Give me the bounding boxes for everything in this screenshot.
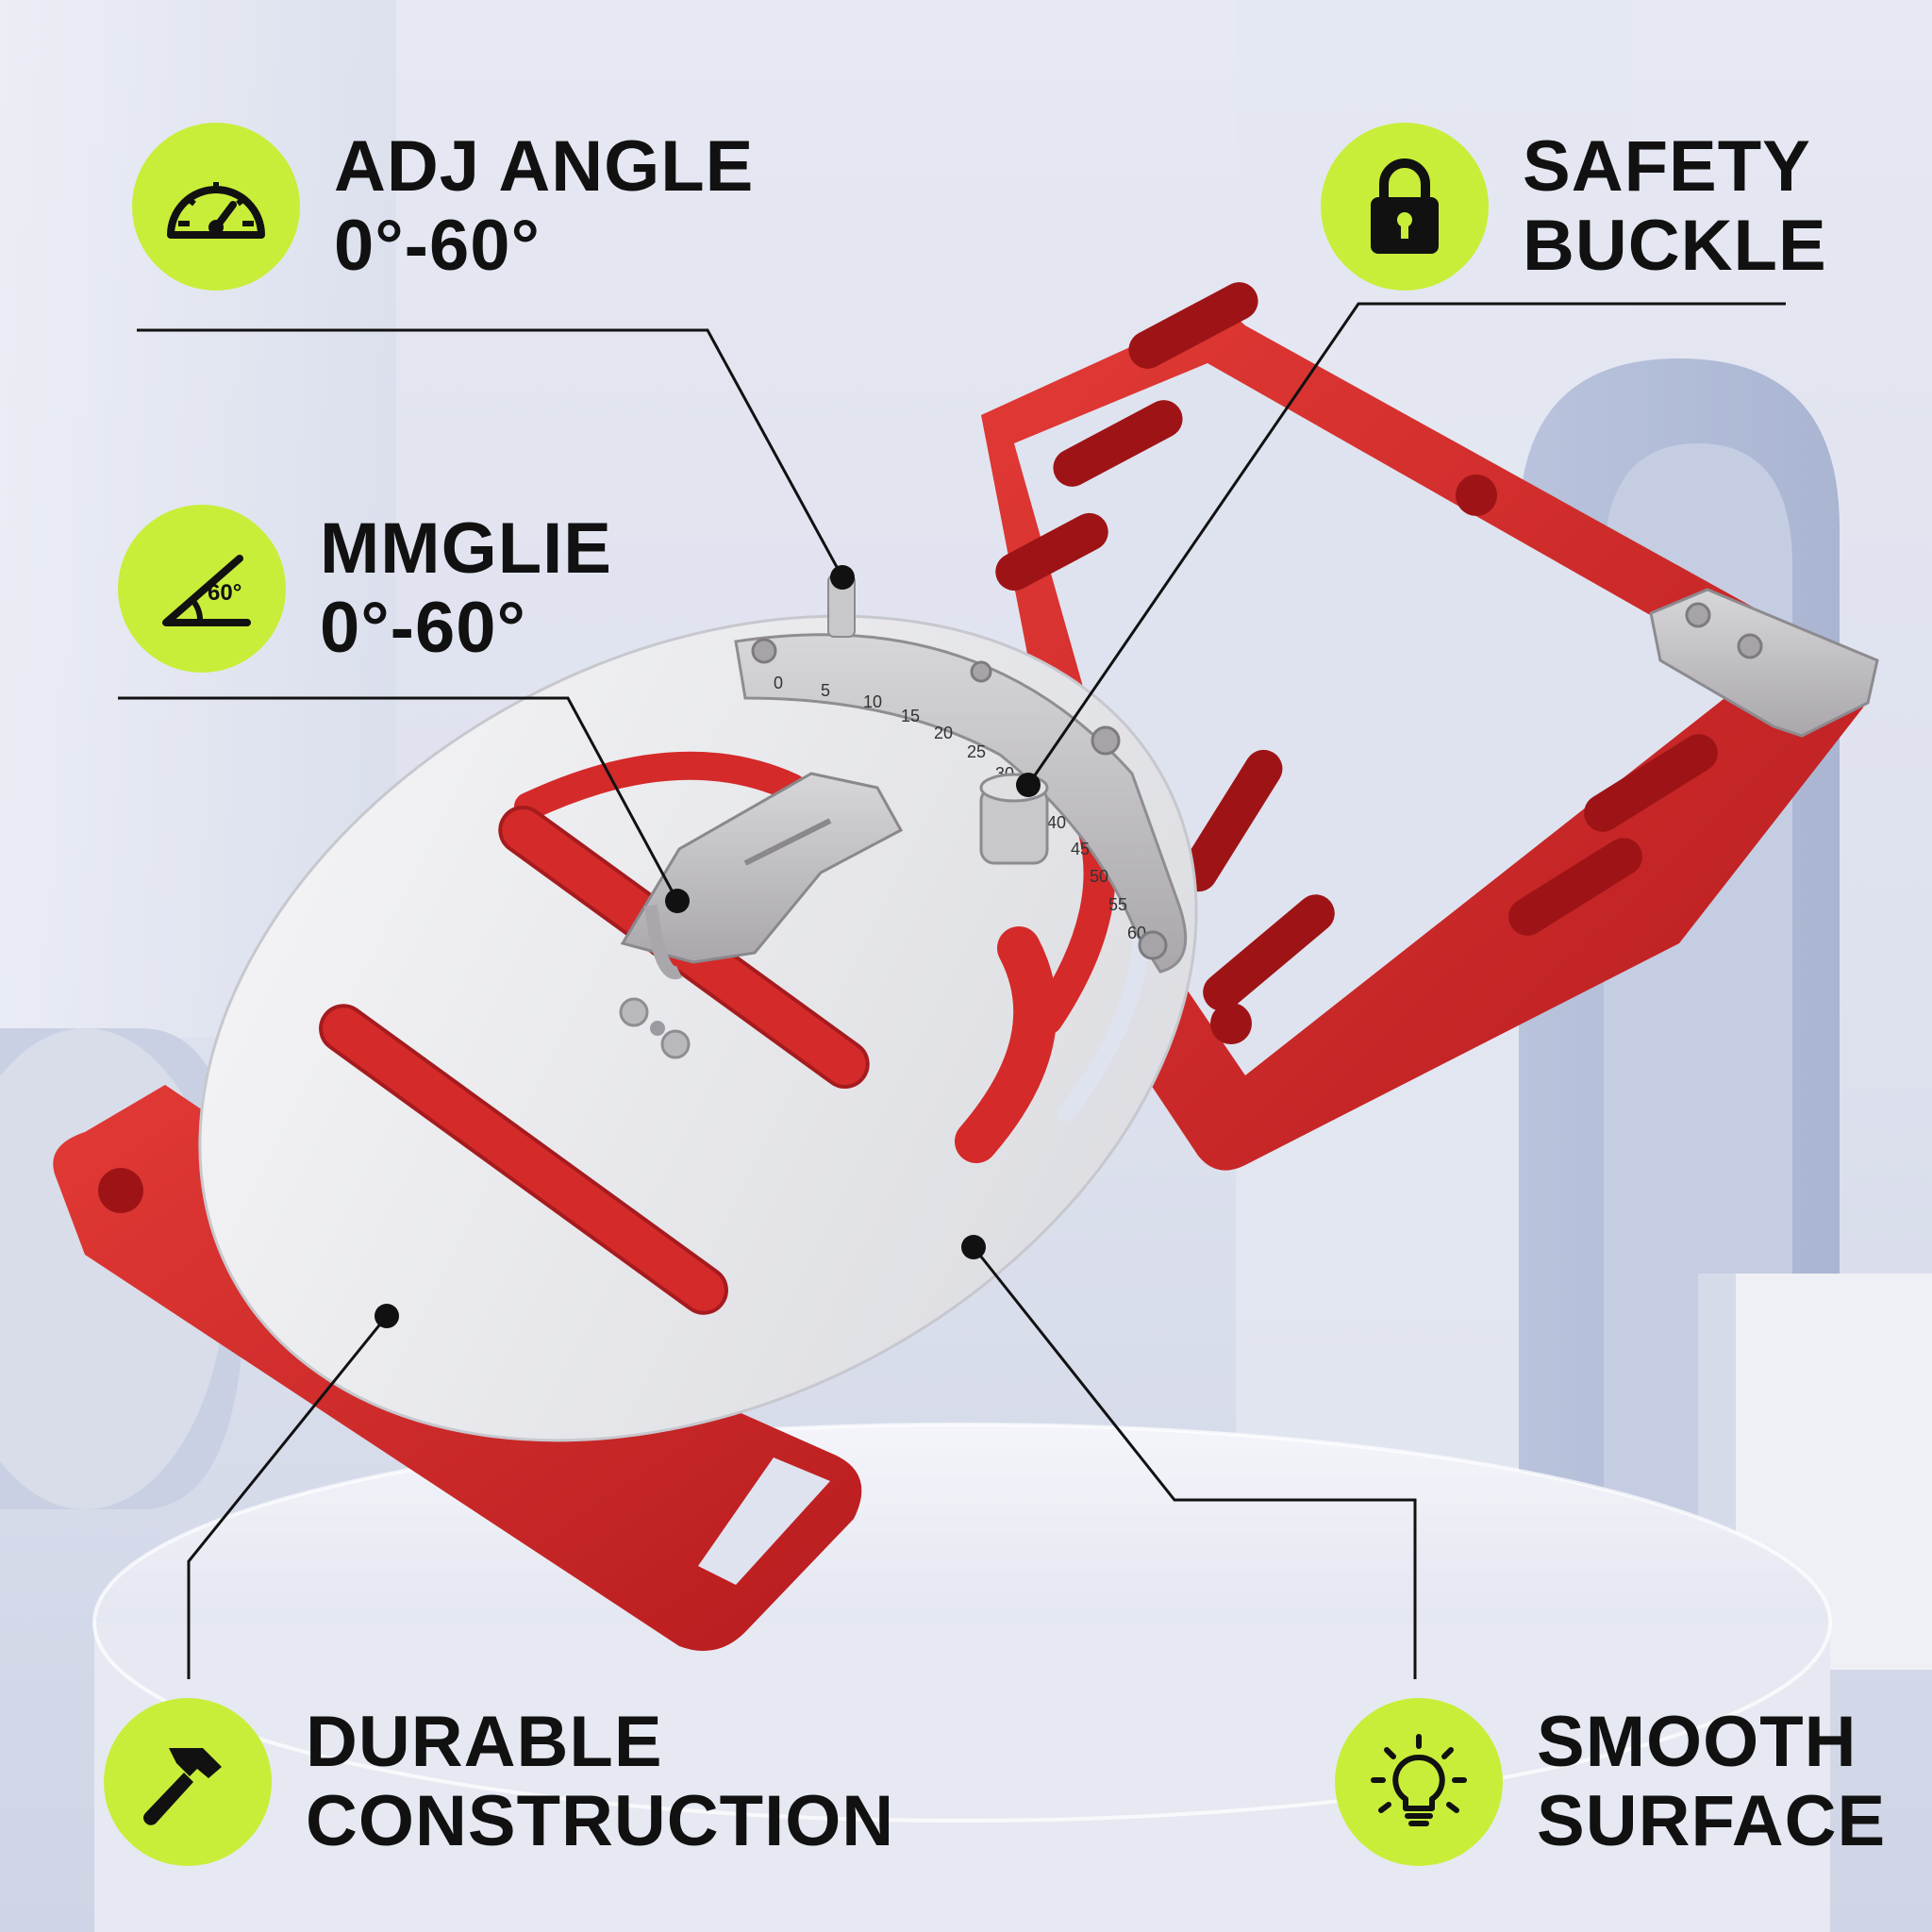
podium-body [94, 1623, 1830, 1932]
leader-dot-adj-angle [830, 565, 855, 590]
feature-title: DURABLE [306, 1702, 663, 1782]
scale-label: 20 [934, 724, 953, 742]
leader-line-miter [118, 696, 679, 902]
plate-screw [619, 997, 649, 1027]
feature-badge [132, 123, 300, 291]
leader-dot-durable [375, 1304, 399, 1328]
feature-subtitle: 0°-60° [320, 588, 526, 668]
feature-subtitle: SURFACE [1537, 1781, 1887, 1861]
leader-dot-smooth [961, 1235, 986, 1259]
feature-title: ADJ ANGLE [334, 126, 755, 207]
feature-miter-angle: 60° MMGLIE 0°-60° [118, 505, 612, 673]
feature-title: SAFETY [1523, 126, 1811, 207]
feature-title: MMGLIE [320, 508, 612, 589]
feature-label: DURABLE CONSTRUCTION [306, 1703, 894, 1861]
scale-label: 40 [1047, 813, 1066, 832]
scale-label: 45 [1071, 840, 1090, 858]
feature-subtitle: 0°-60° [334, 206, 541, 286]
feature-title: SMOOTH [1537, 1702, 1857, 1782]
feature-smooth-surface: SMOOTH SURFACE [1335, 1698, 1886, 1866]
feature-badge [104, 1698, 272, 1866]
angle-icon: 60° [162, 555, 251, 626]
stop-tab-screw [1737, 633, 1763, 659]
angle-icon-text: 60° [208, 580, 242, 606]
leader-line-durable [187, 1315, 389, 1679]
feature-label: MMGLIE 0°-60° [320, 509, 612, 668]
scale-label: 0 [774, 674, 783, 692]
stop-tab [1649, 588, 1879, 738]
feature-badge [1335, 1698, 1503, 1866]
feature-subtitle: BUCKLE [1523, 206, 1827, 286]
hammer-icon [143, 1748, 222, 1825]
plate-screw [650, 1021, 665, 1036]
scale-label: 55 [1108, 895, 1127, 914]
plate-screw [660, 1029, 691, 1059]
leader-line-smooth [972, 1246, 1417, 1679]
feature-safety-buckle: SAFETY BUCKLE [1321, 123, 1827, 291]
feature-badge: 60° [118, 505, 286, 673]
red-frame [981, 282, 1868, 1171]
feature-durable-construction: DURABLE CONSTRUCTION [104, 1698, 894, 1866]
feature-adj-angle: ADJ ANGLE 0°-60° [132, 123, 754, 291]
stop-tab-screw [1685, 602, 1711, 628]
leader-dot-safety [1016, 773, 1041, 797]
gauge-icon [167, 182, 265, 239]
feature-subtitle: CONSTRUCTION [306, 1781, 895, 1861]
feature-badge [1321, 123, 1489, 291]
feature-label: SMOOTH SURFACE [1537, 1703, 1886, 1861]
scale-label: 50 [1090, 867, 1108, 886]
scale-label: 25 [967, 742, 986, 761]
scale-label: 15 [901, 707, 920, 725]
silver-plate [198, 614, 1198, 1442]
scale-label: 5 [821, 681, 830, 700]
feature-label: SAFETY BUCKLE [1523, 127, 1827, 286]
podium-rim [92, 1423, 1832, 1823]
leader-dot-miter [665, 889, 690, 913]
lightbulb-icon [1371, 1734, 1467, 1826]
leader-line-safety [1026, 302, 1786, 786]
guide-bar-lower [319, 1004, 728, 1315]
lock-icon [1371, 158, 1439, 254]
leader-line-adj-angle [137, 328, 844, 578]
safety-buckle [620, 772, 904, 979]
scale-label: 10 [863, 692, 882, 711]
feature-label: ADJ ANGLE 0°-60° [334, 127, 754, 286]
